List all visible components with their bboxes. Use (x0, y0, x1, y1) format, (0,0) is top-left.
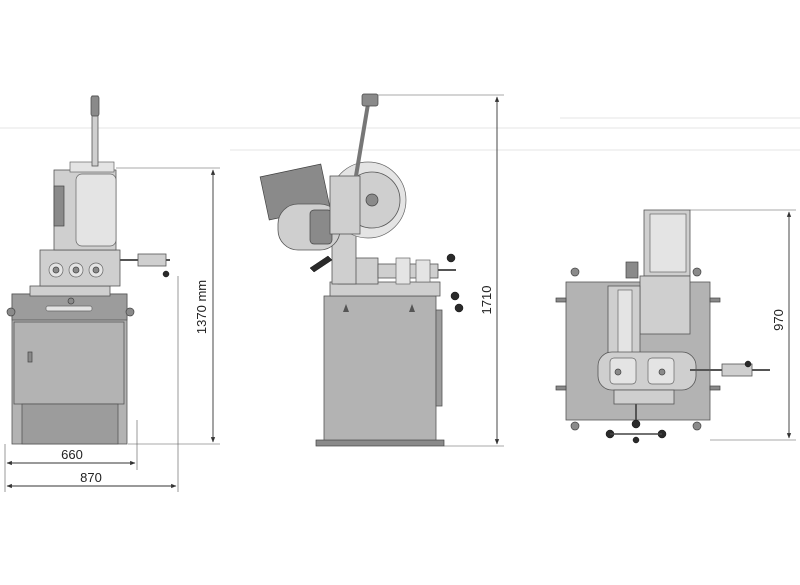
front-cabinet-base (21, 403, 119, 445)
background-guides (0, 117, 800, 151)
side-handle (361, 93, 379, 107)
dimension-depth-top-label: 970 (771, 309, 786, 331)
side-dimensions: 1710 (378, 94, 504, 447)
side-table (329, 281, 441, 297)
dimension-height-front-label: 1370 mm (194, 280, 209, 334)
side-blade-guard (329, 175, 361, 235)
side-view (259, 93, 464, 447)
dimension-height-side-label: 1710 (479, 286, 494, 315)
dimension-width-total-label: 870 (80, 470, 102, 485)
side-base-plate (315, 439, 445, 447)
front-cabinet-slot (45, 305, 93, 312)
dimension-width-base-label: 660 (61, 447, 83, 462)
front-table (29, 285, 111, 297)
side-cabinet (323, 295, 437, 441)
front-view (6, 95, 170, 445)
top-dimensions: 970 (690, 209, 796, 441)
top-vise-front (613, 389, 675, 405)
top-vise-rod (721, 363, 753, 377)
front-door-handle (27, 351, 33, 363)
top-head (639, 275, 691, 335)
front-vise-rod (137, 253, 167, 267)
front-dimensions: 1370 mm 660 870 (4, 167, 220, 492)
top-view (555, 209, 770, 444)
front-cabinet-door (13, 321, 125, 405)
